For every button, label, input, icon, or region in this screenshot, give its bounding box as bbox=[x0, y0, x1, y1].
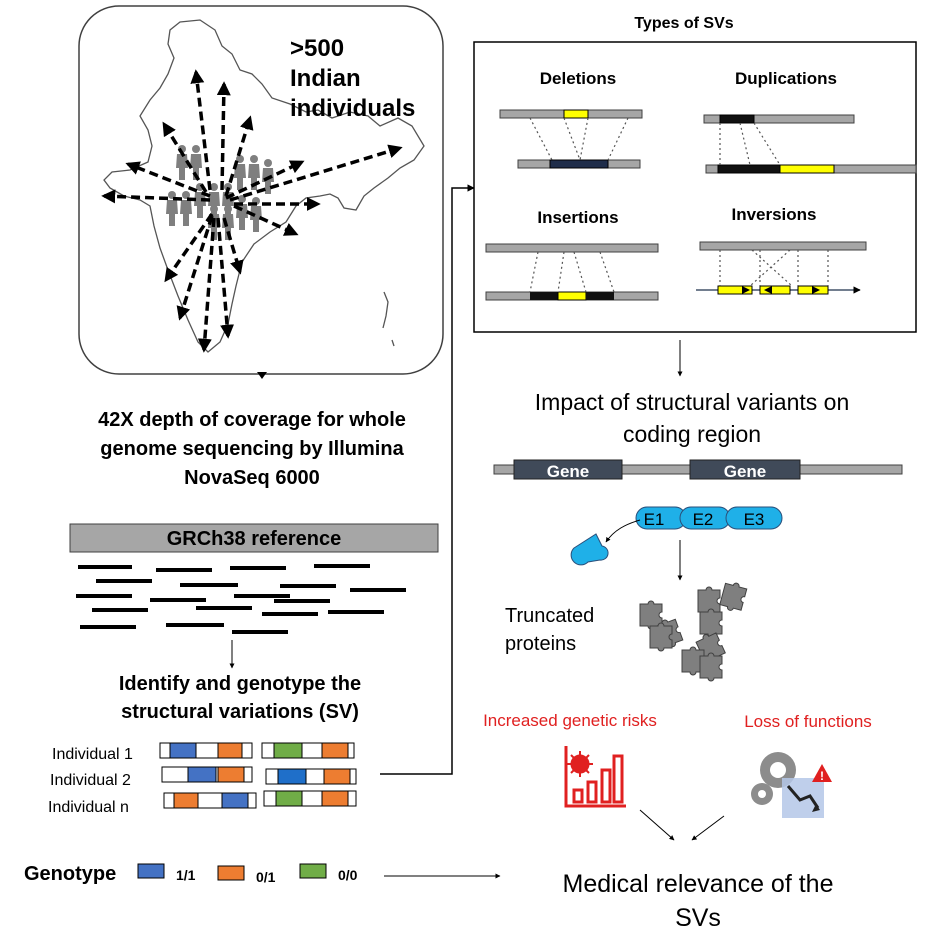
truncated-line2: proteins bbox=[505, 633, 576, 655]
impact-line2: coding region bbox=[623, 421, 761, 447]
medical-line1: Medical relevance of the bbox=[563, 870, 834, 898]
legend-swatch-1-1 bbox=[137, 863, 165, 879]
down-pointer-icon bbox=[257, 372, 267, 379]
map-panel: >500 Indian individuals bbox=[78, 5, 444, 375]
individual-label-n: Individual n bbox=[48, 799, 129, 816]
sv-duplications-diagram bbox=[703, 114, 917, 174]
sequencing-line1: 42X depth of coverage for whole bbox=[98, 409, 406, 431]
reference-label: GRCh38 reference bbox=[167, 528, 342, 550]
sv-deletions-label: Deletions bbox=[540, 69, 617, 88]
sequencing-line3: NovaSeq 6000 bbox=[184, 467, 320, 489]
exon-label-1: E1 bbox=[644, 510, 665, 529]
exon-label-3: E3 bbox=[744, 510, 765, 529]
chart-virus-icon bbox=[564, 746, 626, 808]
gene-track: Gene Gene bbox=[493, 459, 903, 481]
sv-insertions-label: Insertions bbox=[537, 208, 618, 227]
sv-inversions-diagram bbox=[696, 241, 867, 295]
sv-duplications-label: Duplications bbox=[735, 69, 837, 88]
sequencing-line2: genome sequencing by Illumina bbox=[100, 438, 404, 460]
exon-chain: E1 E2 E3 bbox=[635, 506, 783, 530]
sv-deletions-diagram bbox=[499, 109, 643, 169]
individual-labels: Individual 1 Individual 2 Individual n bbox=[48, 746, 133, 816]
individual-label-1: Individual 1 bbox=[52, 746, 133, 763]
sv-types-box bbox=[473, 41, 917, 333]
reference-bar bbox=[69, 523, 439, 553]
impact-line1: Impact of structural variants on bbox=[535, 389, 849, 415]
legend-label-0-0: 0/0 bbox=[338, 867, 358, 883]
migration-arrows bbox=[101, 69, 403, 353]
medical-text: Medical relevance of the SVs bbox=[563, 870, 834, 932]
map-title-line1: >500 bbox=[290, 35, 344, 62]
individual-label-2: Individual 2 bbox=[50, 772, 131, 789]
legend-swatch-0-1 bbox=[217, 865, 245, 881]
loss-function-label: Loss of functions bbox=[744, 712, 872, 731]
identify-line1: Identify and genotype the bbox=[119, 673, 361, 695]
genotype-legend: 1/1 0/1 0/0 bbox=[137, 863, 358, 885]
gene-block-2 bbox=[689, 459, 801, 480]
identify-line2: structural variations (SV) bbox=[121, 701, 359, 723]
legend-label-0-1: 0/1 bbox=[256, 869, 276, 885]
truncated-line1: Truncated bbox=[505, 605, 594, 627]
map-title-line2: Indian bbox=[290, 65, 361, 92]
medical-line2: SVs bbox=[675, 904, 721, 932]
puzzle-pieces-icon bbox=[639, 579, 749, 682]
sequencing-reads bbox=[76, 564, 406, 634]
svg-text:!: ! bbox=[820, 769, 824, 783]
legend-label-1-1: 1/1 bbox=[176, 867, 196, 883]
exon-label-2: E2 bbox=[693, 510, 714, 529]
sequencing-text: 42X depth of coverage for whole genome s… bbox=[98, 409, 406, 489]
increased-risk-label: Increased genetic risks bbox=[483, 711, 657, 730]
truncated-text: Truncated proteins bbox=[505, 605, 594, 655]
gears-warning-icon: ! bbox=[751, 752, 832, 818]
map-title-line3: individuals bbox=[290, 95, 415, 122]
identify-text: Identify and genotype the structural var… bbox=[119, 673, 361, 723]
connector-line bbox=[380, 184, 475, 775]
sv-inversions-label: Inversions bbox=[731, 205, 816, 224]
sv-types-title: Types of SVs bbox=[634, 15, 733, 32]
genotype-bars bbox=[159, 742, 357, 809]
gene-block-1 bbox=[513, 459, 623, 480]
genotype-title: Genotype bbox=[24, 863, 116, 885]
gene-label-2: Gene bbox=[724, 462, 767, 481]
impact-text: Impact of structural variants on coding … bbox=[535, 389, 849, 447]
sv-insertions-diagram bbox=[485, 243, 659, 301]
truncated-protein-icon bbox=[570, 533, 609, 566]
gene-label-1: Gene bbox=[547, 462, 590, 481]
legend-swatch-0-0 bbox=[299, 863, 327, 879]
